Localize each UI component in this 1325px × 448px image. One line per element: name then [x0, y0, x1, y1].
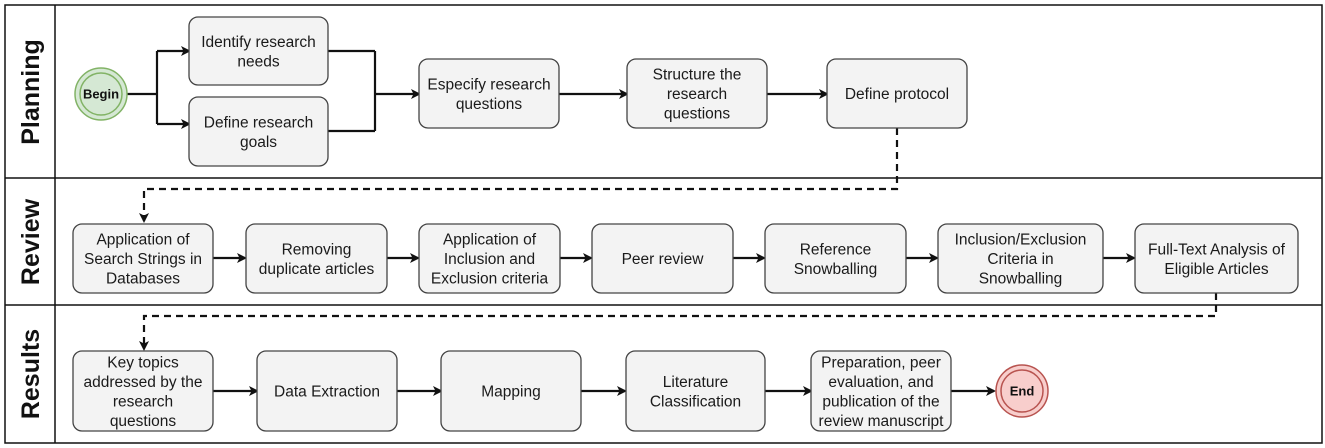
step-label-line: goals	[240, 134, 277, 151]
step-label: Key topics addressed by the research questi…	[84, 354, 203, 430]
step-label-line: Snowballing	[979, 271, 1063, 288]
step-label: Preparation, peer evaluation, and publicat…	[819, 354, 945, 430]
step-label-line: Criteria in	[987, 251, 1053, 268]
step-label-line: duplicate articles	[259, 261, 375, 278]
step-label-line: Snowballing	[794, 261, 878, 278]
step-label-line: questions	[664, 106, 731, 123]
lane-title-results: Results	[17, 329, 45, 419]
step-label-line: Preparation, peer	[821, 354, 941, 371]
step-label-line: Mapping	[481, 384, 540, 401]
step-full-text-analysis: Full-Text Analysis of Eligible Articles	[1134, 223, 1299, 294]
step-label-line: review manuscript	[819, 413, 945, 430]
step-label-line: Structure the	[653, 67, 742, 84]
step-label-line: evaluation, and	[828, 374, 933, 391]
step-label-line: Literature	[663, 374, 728, 391]
step-label-line: research	[113, 393, 173, 410]
step-label-line: Define research	[204, 114, 313, 131]
step-label: Especify research questions	[427, 76, 550, 113]
step-label-line: Search Strings in	[84, 251, 202, 268]
step-removing-duplicates: Removing duplicate articles	[245, 223, 388, 294]
step-especify-research-questions: Especify research questions	[418, 58, 560, 129]
begin-label: Begin	[83, 87, 119, 102]
begin-node: Begin	[74, 67, 128, 121]
step-label-line: research	[667, 86, 727, 103]
step-label-line: Inclusion/Exclusion	[955, 232, 1087, 249]
step-structure-research-questions: Structure the research questions	[626, 58, 768, 129]
step-label-line: Reference	[800, 241, 872, 258]
step-label-line: questions	[110, 413, 177, 430]
step-label: Removing duplicate articles	[259, 241, 375, 278]
step-label-line: Exclusion criteria	[431, 271, 549, 288]
step-identify-research-needs: Identify research needs	[188, 16, 329, 86]
step-label-line: Application of	[96, 232, 190, 249]
step-label-line: Classification	[650, 393, 741, 410]
step-label-line: Data Extraction	[274, 384, 380, 401]
step-label: Application of Search Strings in Databases	[84, 232, 202, 288]
step-label-line: Peer review	[622, 251, 705, 268]
end-label: End	[1010, 384, 1035, 399]
step-label: Identify research needs	[201, 34, 316, 71]
lane-title-review: Review	[17, 198, 45, 285]
step-label-line: Define protocol	[845, 86, 949, 103]
step-label-line: Inclusion and	[444, 251, 535, 268]
step-label: Structure the research questions	[653, 67, 742, 123]
step-label-line: addressed by the	[84, 374, 203, 391]
step-label-line: Identify research	[201, 34, 316, 51]
end-node: End	[995, 364, 1049, 418]
step-label-line: Databases	[106, 271, 180, 288]
step-label: Define research goals	[204, 114, 313, 151]
step-label: Peer review	[622, 251, 705, 268]
step-label-line: Key topics	[107, 354, 179, 371]
step-peer-review: Peer review	[591, 223, 734, 294]
step-label: Mapping	[481, 384, 540, 401]
step-label-line: Especify research	[427, 76, 550, 93]
lane-title-planning: Planning	[17, 39, 45, 145]
step-data-extraction: Data Extraction	[256, 350, 398, 432]
step-label-line: Application of	[443, 232, 537, 249]
step-mapping: Mapping	[440, 350, 582, 432]
step-label-line: questions	[456, 96, 523, 113]
step-key-topics: Key topics addressed by the research questi…	[72, 350, 214, 432]
step-label: Define protocol	[845, 86, 949, 103]
step-label-line: Full-Text Analysis of	[1148, 241, 1286, 258]
step-define-protocol: Define protocol	[826, 58, 968, 129]
step-define-research-goals: Define research goals	[188, 96, 329, 167]
step-preparation-manuscript: Preparation, peer evaluation, and publicat…	[810, 350, 952, 432]
step-label-line: publication of the	[822, 393, 939, 410]
connectors	[127, 46, 1218, 396]
step-application-search-strings: Application of Search Strings in Databases	[72, 223, 214, 294]
step-label: Full-Text Analysis of Eligible Articles	[1148, 241, 1286, 278]
step-label-line: Removing	[282, 241, 352, 258]
step-label-line: Eligible Articles	[1164, 261, 1268, 278]
step-label-line: needs	[237, 53, 279, 70]
step-label: Data Extraction	[274, 384, 380, 401]
process-steps: Identify research needs Define research go…	[72, 16, 1299, 432]
